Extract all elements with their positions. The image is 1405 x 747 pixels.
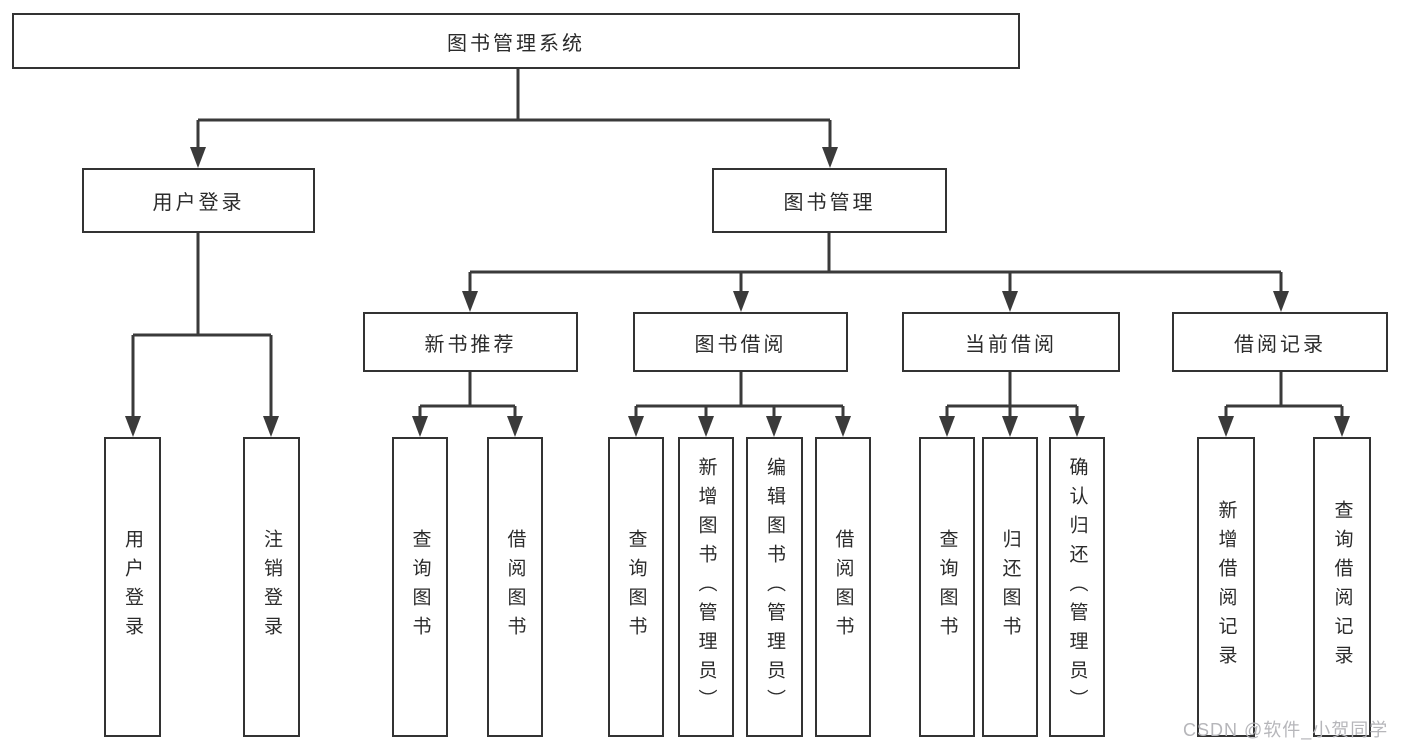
node-user-login: 用户登录 [82, 168, 315, 233]
leaf-return-book: 归还图书 [982, 437, 1038, 737]
leaf-query-borrow-record: 查询借阅记录 [1313, 437, 1371, 737]
leaf-borrow-books: 借阅图书 [815, 437, 871, 737]
leaf-add-borrow-record: 新增借阅记录 [1197, 437, 1255, 737]
node-book-borrowing: 图书借阅 [633, 312, 848, 372]
leaf-edit-book-admin: 编辑图书（管理员） [746, 437, 803, 737]
node-borrowing-records: 借阅记录 [1172, 312, 1388, 372]
node-root: 图书管理系统 [12, 13, 1020, 69]
leaf-confirm-return-admin: 确认归还（管理员） [1049, 437, 1105, 737]
node-new-book-recommend: 新书推荐 [363, 312, 578, 372]
node-current-borrowing: 当前借阅 [902, 312, 1120, 372]
leaf-borrow-books-recommend: 借阅图书 [487, 437, 543, 737]
leaf-query-books-recommend: 查询图书 [392, 437, 448, 737]
leaf-user-login: 用户登录 [104, 437, 161, 737]
watermark: CSDN @软件_小贺同学 [1183, 720, 1389, 740]
connector-paths [131, 69, 1344, 420]
leaf-query-books-current: 查询图书 [919, 437, 975, 737]
leaf-logout: 注销登录 [243, 437, 300, 737]
leaf-add-book-admin: 新增图书（管理员） [678, 437, 734, 737]
arrowheads [125, 147, 1350, 437]
node-book-management: 图书管理 [712, 168, 947, 233]
leaf-query-books-borrow: 查询图书 [608, 437, 664, 737]
